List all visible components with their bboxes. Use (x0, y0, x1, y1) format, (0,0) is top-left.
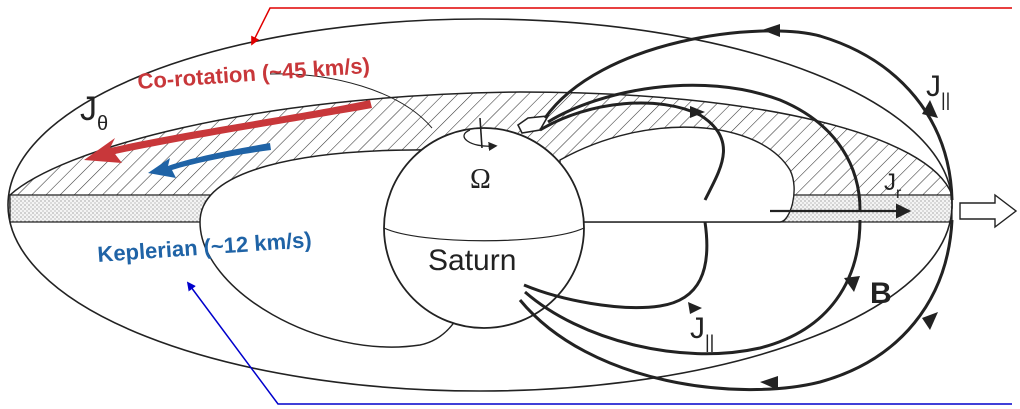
corotation-label: Co-rotation (~45 km/s) (137, 53, 371, 94)
j-parallel-top-label: J|| (926, 70, 950, 110)
j-theta-label: Jθ (80, 90, 108, 135)
loop-arrowhead-right-lower (922, 312, 938, 330)
keplerian-pointer (186, 281, 1012, 405)
field-loop-outer-lower (518, 219, 954, 392)
loop-arrowhead-middle-top (690, 106, 705, 118)
saturn-sphere (383, 127, 585, 329)
loop-arrowhead-bottom-outer (760, 376, 778, 390)
rotation-arrow (463, 129, 498, 151)
corotation-pointer (251, 7, 1012, 46)
omega-label: Ω (470, 164, 491, 195)
loop-arrowhead-right-upper (922, 100, 938, 118)
keplerian-arrow (148, 143, 271, 178)
b-field-label: B (870, 277, 892, 310)
spin-axis (479, 117, 483, 149)
loop-arrowhead-middle-right (844, 276, 860, 292)
omega-pointer-line (269, 73, 433, 129)
j-r-label: Jr (884, 169, 902, 202)
field-loop-middle-upper (547, 83, 862, 211)
outer-magnetosphere-ellipse (7, 18, 953, 392)
saturn-equator-line (383, 227, 585, 242)
j-parallel-bottom-label: J|| (690, 312, 714, 352)
outward-flow-arrow (959, 193, 1018, 229)
loop-arrowhead-inner-lower (688, 302, 702, 314)
saturn-label: Saturn (428, 244, 516, 277)
field-loop-inner-lower (523, 221, 709, 310)
corotation-arrow (84, 100, 372, 163)
field-loop-outer-upper (543, 29, 954, 201)
loop-arrowhead-top-outer (762, 24, 780, 37)
inner-right-loop (559, 126, 795, 223)
